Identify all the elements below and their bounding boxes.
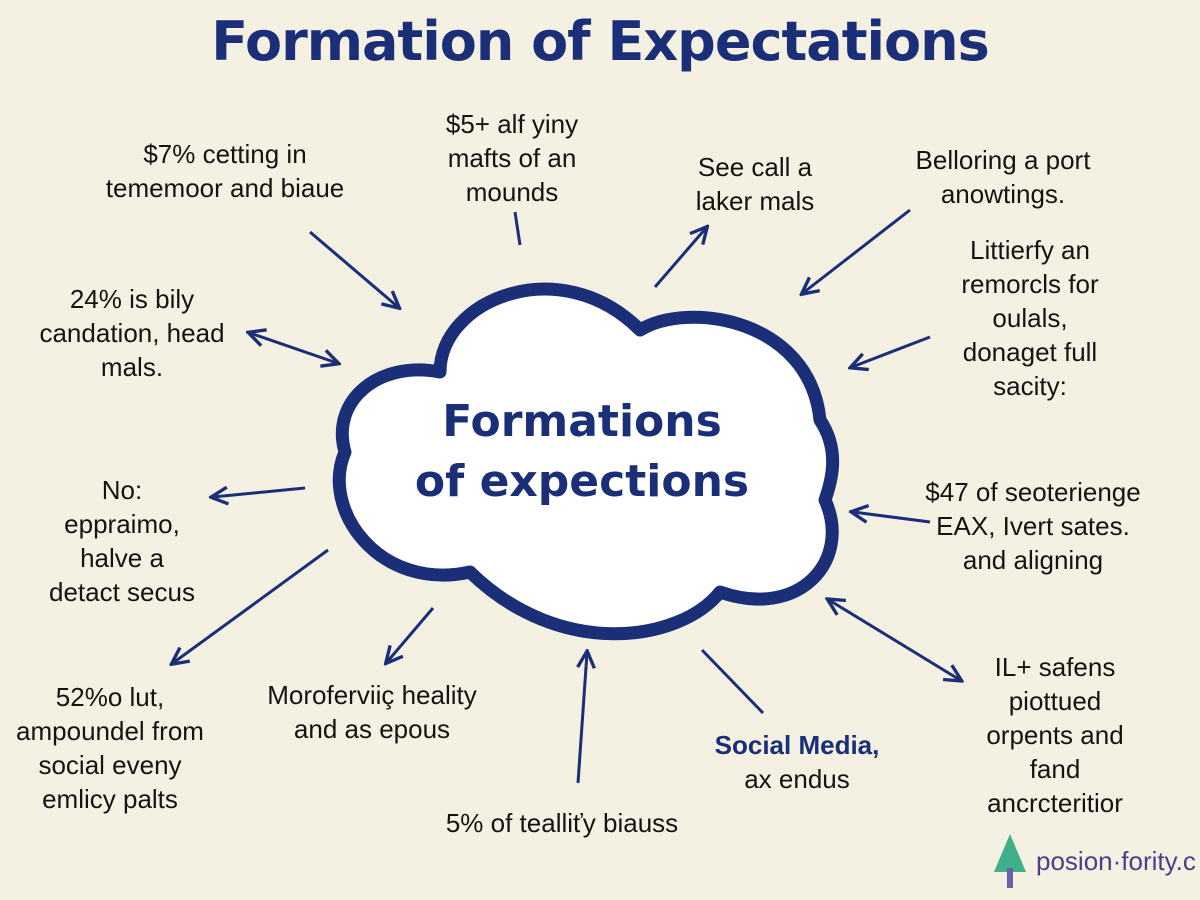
label-line: candation, head [39,318,225,348]
label-line: halve a [80,543,164,573]
label-highlight: Social Media, [714,730,880,760]
label-line: anowtings. [940,179,1066,209]
connector [700,648,765,715]
arrow [387,607,435,662]
label-line: tememoor and biaue [105,173,345,203]
node-label: 5% of tealliťy biauss [446,806,678,840]
arrow [829,600,960,680]
label-line: Belloring a port [915,145,1091,175]
node-label: $5+ alf yiny mafts of an mounds [446,107,578,209]
node-label: See call a laker mals [696,150,814,218]
node-label: Littierfy an remorcls for oulals, donaget f… [961,233,1098,403]
tree-icon [994,834,1026,888]
label-line: 24% is bily [69,284,195,314]
label-line: social eveny [38,750,182,780]
arrow [173,548,329,663]
label-line: $7% cetting in [143,139,307,169]
label-line: fand [1029,754,1081,784]
label-line: donaget full [962,337,1098,367]
label-line: EAX, Ivert sates. [936,511,1130,541]
label-line: $5+ alf yiny [445,109,579,139]
label-line: $47 of seoteriengе [925,477,1141,507]
label-line: emlicy palts [42,784,178,814]
node-label: Social Media, ax endus [715,728,880,796]
label-line: 52%o lut, [55,682,165,712]
label-line: mafts of an [447,143,577,173]
node-label: No: eppraimo, halve a detact secus [49,473,195,609]
label-line: piottued [1008,686,1102,716]
label-line: eppraimo, [64,509,180,539]
label-line: ancrcteritior [987,788,1123,818]
central-cloud [332,282,840,641]
label-line: mals. [100,352,164,382]
arrow [578,653,587,784]
logo-text: posion·fority.c [1036,845,1196,876]
node-label: IL+ safens piottued orpents and fand ancrcte… [986,650,1123,820]
label-line: No: [101,475,143,505]
label-line: See call a [697,152,813,182]
logo: posion·fority.c [990,832,1196,890]
label-line: detact secus [49,577,195,607]
arrow [250,333,337,363]
arrow [853,512,931,522]
node-label: Belloring a port anowtings. [916,143,1091,211]
label-line: 5% of tealliťy biauss [445,808,679,838]
label-line: sacity: [993,371,1067,401]
arrow [213,488,306,497]
label-line: ampoundel from [16,716,204,746]
page-title: Formation of Expectations [211,10,989,73]
arrow [803,208,911,293]
label-line: Moroferviiç heality [267,680,477,710]
label-line: mounds [465,177,559,207]
label-line: Littierfy an [970,235,1090,265]
node-label: 52%o lut, ampoundel from social eveny emlic… [16,680,204,816]
center-line: of expections [414,456,750,507]
label-line: orpents and [986,720,1124,750]
node-label: Moroferviiç heality and as epous [267,678,477,746]
label-line: remorcls for [961,269,1099,299]
label-line: and aligning [962,545,1104,575]
node-label: 24% is bily candation, head mals. [39,282,224,384]
label-line: IL+ safens [994,652,1116,682]
center-line: Formations [442,396,722,447]
label-line: ax endus [744,764,850,794]
label-line: laker mals [695,186,815,216]
label-line: and as epous [293,714,451,744]
arrow [852,335,931,367]
node-label: $7% cetting in tememoor and biaue [106,137,344,205]
arrow [309,230,398,307]
central-concept: Formations of expections [415,392,749,512]
label-line: oulals, [992,303,1068,333]
connector [513,211,522,246]
arrow [653,228,706,288]
